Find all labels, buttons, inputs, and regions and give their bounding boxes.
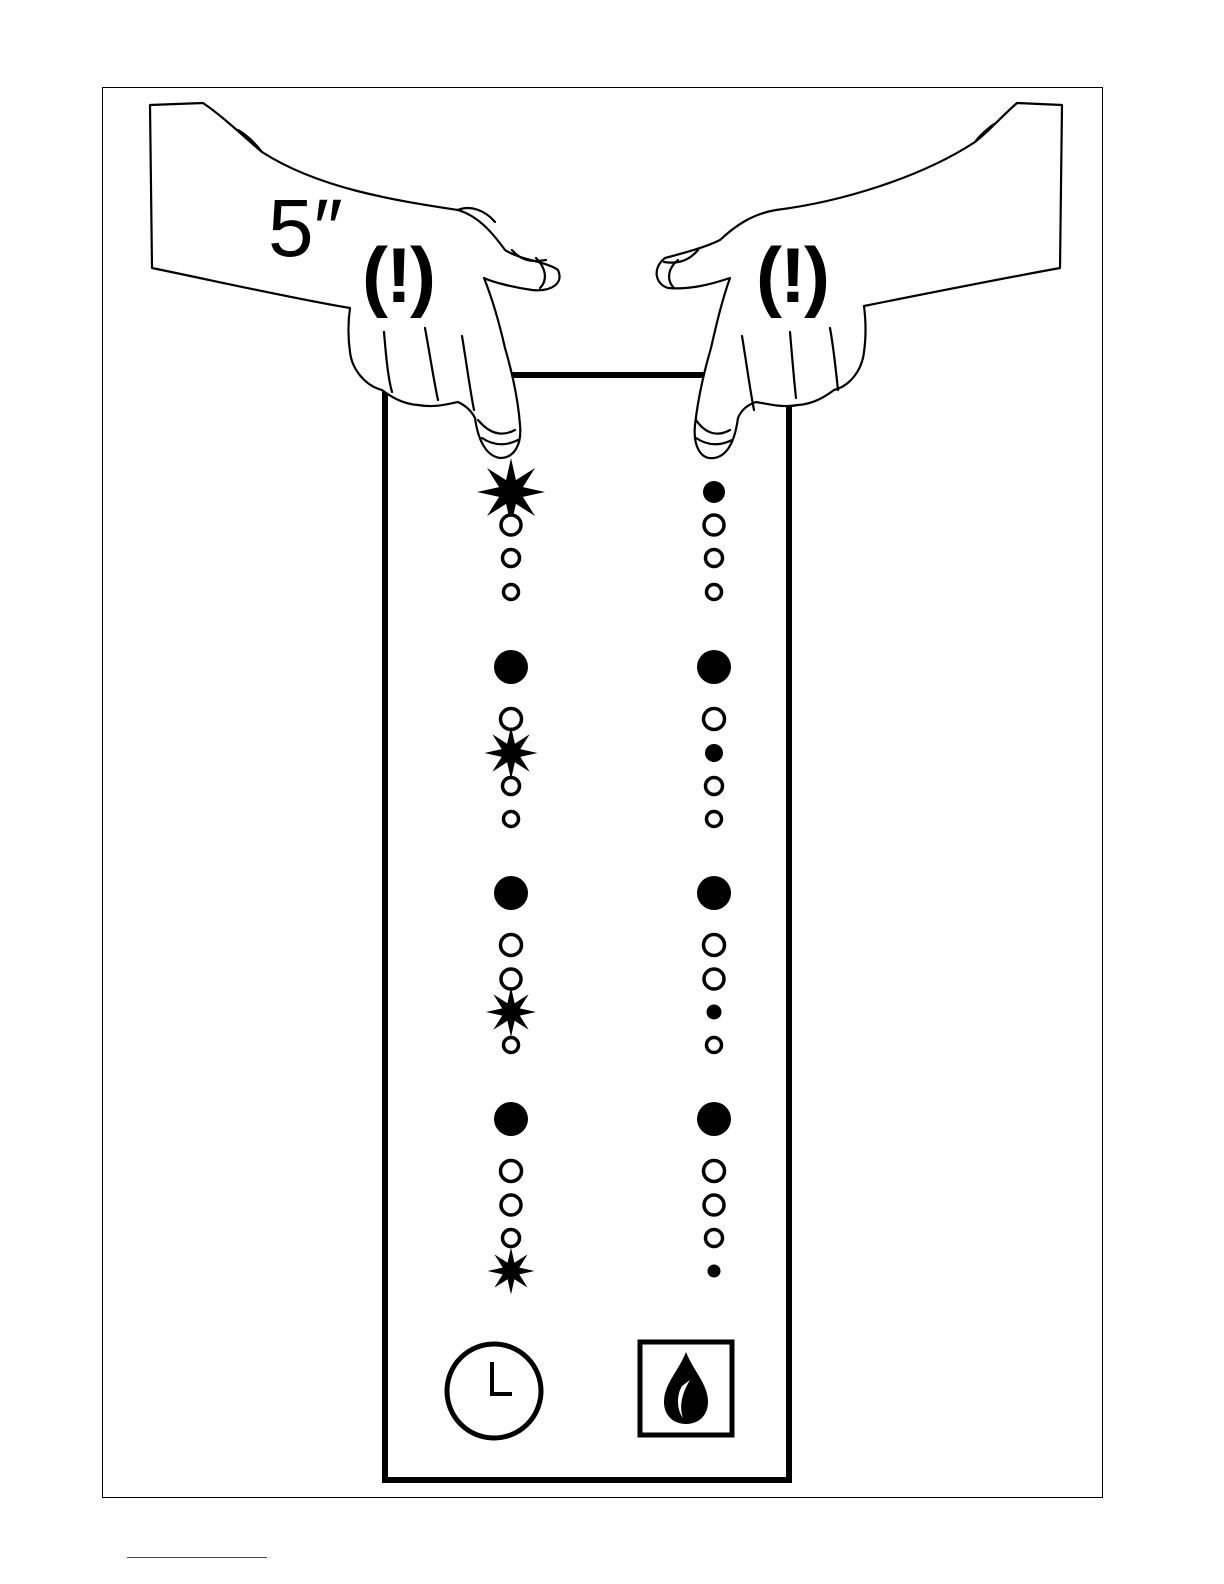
water-drop-icon: [640, 1342, 732, 1435]
right-light-on: [708, 1265, 721, 1278]
left-light-on: [494, 1102, 528, 1136]
right-light-on: [697, 1102, 731, 1136]
right-light-on: [707, 1005, 722, 1020]
left-light-off: [504, 585, 519, 600]
right-light-on: [697, 650, 731, 684]
left-light-off: [504, 812, 519, 827]
left-light-on: [494, 876, 528, 910]
right-light-off: [707, 585, 722, 600]
left-light-flashing: [488, 1248, 535, 1295]
left-light-off: [503, 1230, 520, 1247]
left-hand-illustration: [150, 103, 560, 458]
right-light-off: [706, 778, 723, 795]
caution-mark-left: (!): [362, 236, 434, 314]
right-light-off: [704, 1161, 725, 1182]
right-light-off: [707, 812, 722, 827]
right-light-off: [704, 1195, 724, 1215]
right-light-off: [706, 550, 723, 567]
right-hand-illustration: [657, 103, 1062, 458]
left-light-off: [501, 969, 521, 989]
left-light-off: [501, 935, 522, 956]
right-light-on: [705, 744, 723, 762]
left-light-off: [501, 515, 521, 535]
left-light-on: [494, 650, 528, 684]
left-light-flashing: [485, 727, 538, 780]
right-light-off: [704, 969, 724, 989]
left-light-off: [501, 709, 522, 730]
hold-time-label: 5″: [268, 188, 343, 270]
right-light-off: [706, 1230, 723, 1247]
control-panel: [385, 375, 789, 1480]
left-light-off: [504, 1038, 519, 1053]
right-light-off: [704, 515, 724, 535]
right-light-off: [704, 935, 725, 956]
right-light-on: [703, 481, 725, 503]
right-light-off: [704, 709, 725, 730]
left-light-flashing: [486, 987, 536, 1037]
caution-mark-right: (!): [756, 236, 828, 314]
right-light-on: [697, 876, 731, 910]
left-light-off: [503, 778, 520, 795]
left-light-off: [501, 1195, 521, 1215]
right-light-off: [707, 1038, 722, 1053]
left-light-off: [501, 1161, 522, 1182]
left-light-off: [503, 550, 520, 567]
footer-rule: [127, 1557, 267, 1558]
